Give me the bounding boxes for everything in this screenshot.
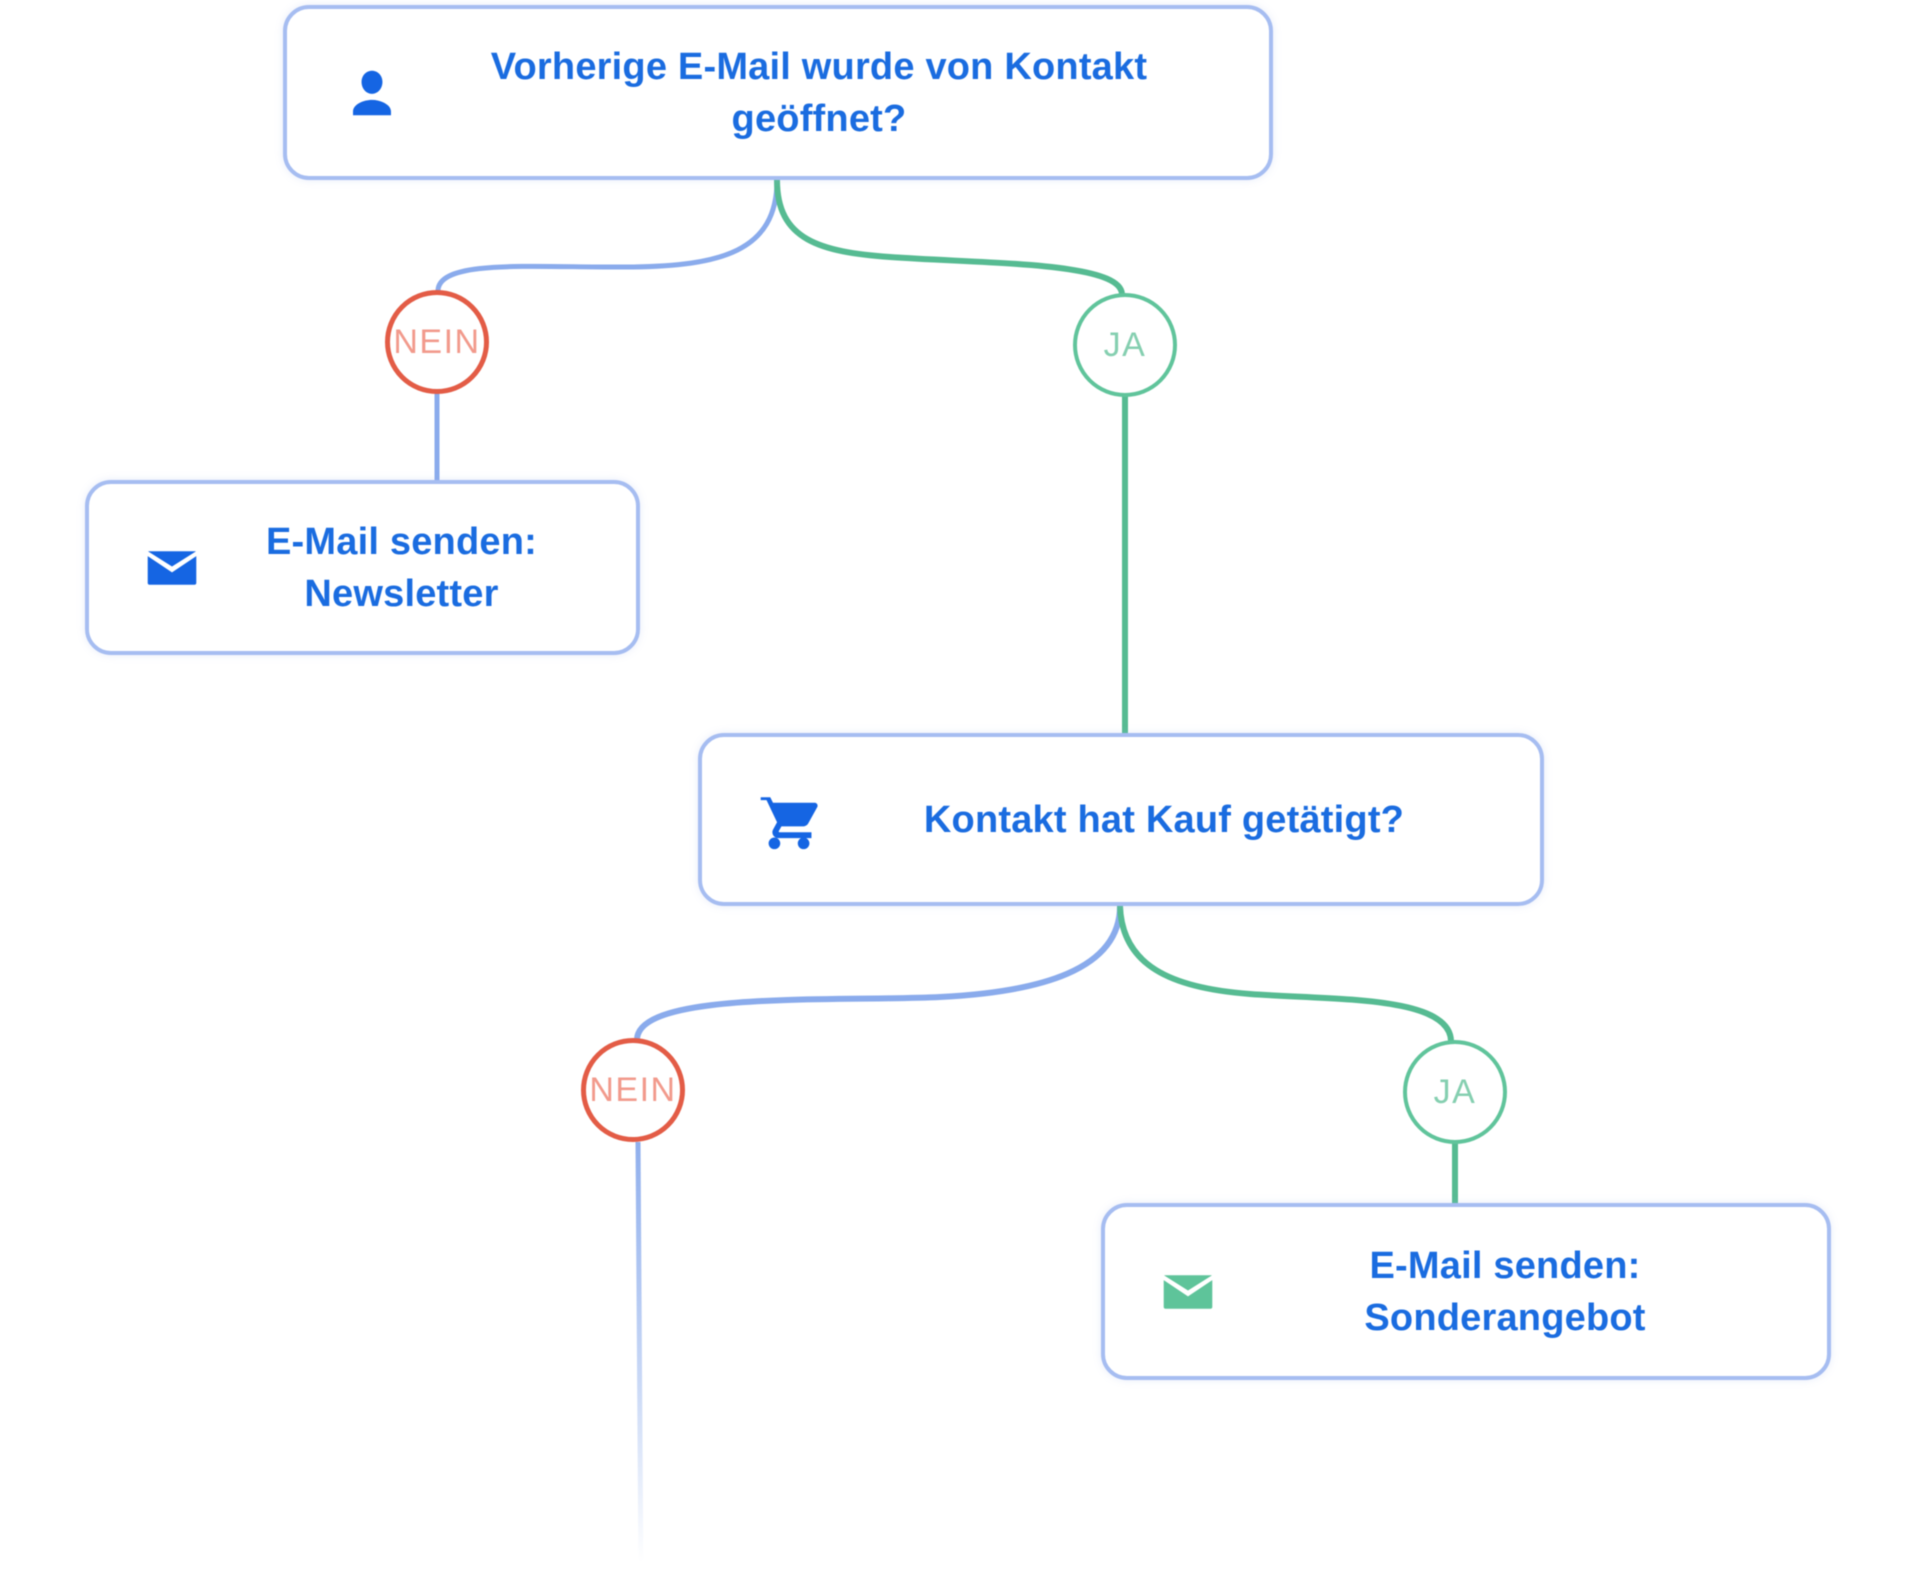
branch-badge-ja-2: JA	[1403, 1040, 1507, 1144]
mail-icon	[141, 537, 203, 599]
node-label: Vorherige E-Mail wurde von Kontakt geöff…	[405, 41, 1233, 145]
branch-badge-nein-1: NEIN	[385, 290, 489, 394]
node-label: E-Mail senden: Newsletter	[203, 516, 600, 620]
node-action-send-newsletter[interactable]: E-Mail senden: Newsletter	[85, 480, 640, 655]
connector-q2-nein	[634, 903, 1123, 1043]
branch-label: NEIN	[393, 322, 481, 361]
connector-q1-ja	[774, 177, 1125, 297]
person-icon	[339, 60, 405, 126]
node-label: Kontakt hat Kauf getätigt?	[824, 794, 1504, 846]
branch-label: JA	[1433, 1072, 1477, 1111]
node-question-purchase-made[interactable]: Kontakt hat Kauf getätigt?	[698, 733, 1544, 906]
node-label-line1: E-Mail senden:	[1369, 1244, 1641, 1287]
node-label: E-Mail senden: Sonderangebot	[1219, 1240, 1791, 1344]
node-label-line2: Newsletter	[304, 572, 499, 615]
branch-badge-ja-1: JA	[1073, 293, 1177, 397]
connector-nein2-fading	[635, 1141, 644, 1584]
connector-q1-nein	[435, 177, 780, 294]
node-question-email-opened[interactable]: Vorherige E-Mail wurde von Kontakt geöff…	[283, 5, 1273, 180]
branch-badge-nein-2: NEIN	[581, 1038, 685, 1142]
mail-icon	[1157, 1261, 1219, 1323]
connector-q2-ja	[1117, 903, 1454, 1044]
cart-icon	[754, 785, 824, 855]
node-action-send-sonderangebot[interactable]: E-Mail senden: Sonderangebot	[1101, 1203, 1831, 1380]
branch-label: JA	[1103, 325, 1147, 364]
node-label-line2: geöffnet?	[731, 97, 907, 140]
branch-label: NEIN	[589, 1070, 677, 1109]
node-label-line1: E-Mail senden:	[266, 520, 537, 563]
node-label-line2: Sonderangebot	[1364, 1296, 1646, 1339]
node-label-line1: Vorherige E-Mail wurde von Kontakt	[490, 45, 1148, 88]
node-label-line1: Kontakt hat Kauf getätigt?	[923, 798, 1405, 841]
